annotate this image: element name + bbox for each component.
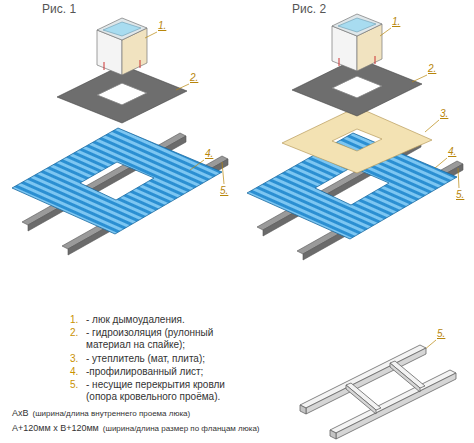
callout-number: 1.: [158, 20, 166, 31]
callout-number: 3.: [440, 108, 448, 119]
callout-number: 4.: [448, 146, 456, 157]
key-number: 2.: [70, 327, 78, 339]
key-number: 5.: [70, 379, 78, 391]
key-number: 3.: [70, 353, 78, 365]
callout-number: 2.: [428, 63, 436, 74]
callout-number: 5.: [220, 185, 228, 196]
callout-number: 4.: [205, 148, 213, 159]
key-text: - люк дымоудаления.: [86, 314, 256, 326]
key-number: 4.: [70, 366, 78, 378]
callout-number: 5.: [437, 328, 445, 339]
figure-title: Рис. 1: [42, 2, 76, 16]
key-text: - утеплитель (мат, плита);: [86, 353, 256, 365]
dimension-note: (ширина/длина размер по фланцам люка): [103, 424, 260, 433]
callout-number: 5.: [456, 189, 464, 200]
dimension-note: (ширина/длина внутреннего проема люка): [33, 409, 191, 418]
key-text: -профилированный лист;: [86, 366, 256, 378]
dimension-label: A+120мм x B+120мм: [12, 423, 99, 433]
callout-number: 2.: [190, 72, 198, 83]
callout-number: 1.: [392, 16, 400, 27]
key-text: - гидроизоляция (рулонный материал на сп…: [86, 327, 256, 351]
figure-title: Рис. 2: [292, 2, 326, 16]
dimension-label: AxB: [12, 408, 29, 418]
key-text: - несущие перекрытия кровли (опора крове…: [86, 379, 256, 403]
key-number: 1.: [70, 314, 78, 326]
